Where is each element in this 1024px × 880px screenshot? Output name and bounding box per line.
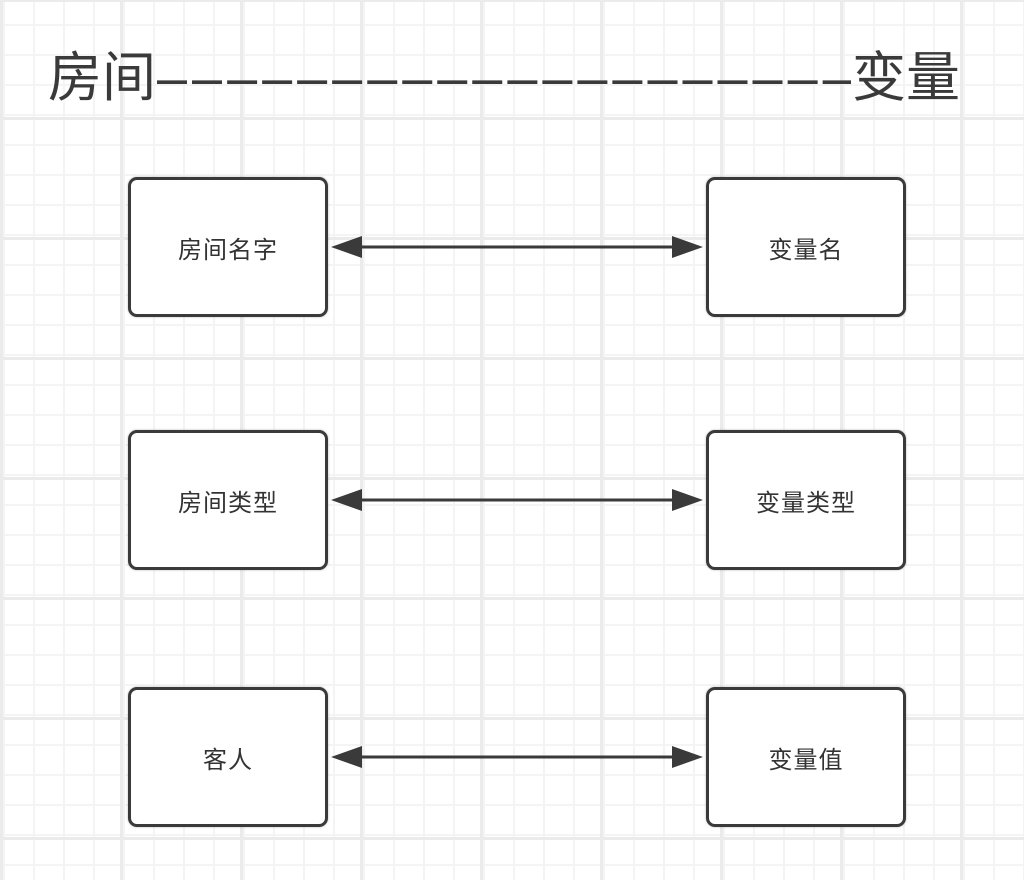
node-guest-label: 客人 bbox=[203, 746, 253, 774]
arrowhead-right-icon bbox=[672, 236, 703, 258]
node-guest[interactable]: 客人 bbox=[128, 687, 328, 827]
connector-room-name-variable-name[interactable] bbox=[328, 232, 706, 262]
node-variable-value[interactable]: 变量值 bbox=[706, 687, 906, 827]
node-variable-name[interactable]: 变量名 bbox=[706, 177, 906, 317]
node-variable-type-label: 变量类型 bbox=[756, 489, 856, 517]
arrowhead-left-icon bbox=[331, 236, 362, 258]
node-room-name[interactable]: 房间名字 bbox=[128, 177, 328, 317]
title-right-label: 变量 bbox=[852, 48, 960, 108]
node-room-type[interactable]: 房间类型 bbox=[128, 430, 328, 570]
node-variable-value-label: 变量值 bbox=[768, 746, 844, 774]
arrowhead-right-icon bbox=[672, 489, 703, 511]
node-variable-name-label: 变量名 bbox=[768, 236, 844, 264]
node-variable-type[interactable]: 变量类型 bbox=[706, 430, 906, 570]
title-left-label: 房间 bbox=[48, 48, 156, 108]
arrowhead-right-icon bbox=[672, 746, 703, 768]
arrowhead-left-icon bbox=[331, 489, 362, 511]
node-room-type-label: 房间类型 bbox=[178, 489, 278, 517]
diagram-title[interactable]: 房间 –––––––––––––––––––––– 变量 bbox=[48, 46, 960, 111]
connector-guest-variable-value[interactable] bbox=[328, 742, 706, 772]
connector-room-type-variable-type[interactable] bbox=[328, 485, 706, 515]
arrowhead-left-icon bbox=[331, 746, 362, 768]
title-dashes: –––––––––––––––––––––– bbox=[157, 48, 851, 108]
node-room-name-label: 房间名字 bbox=[178, 236, 278, 264]
